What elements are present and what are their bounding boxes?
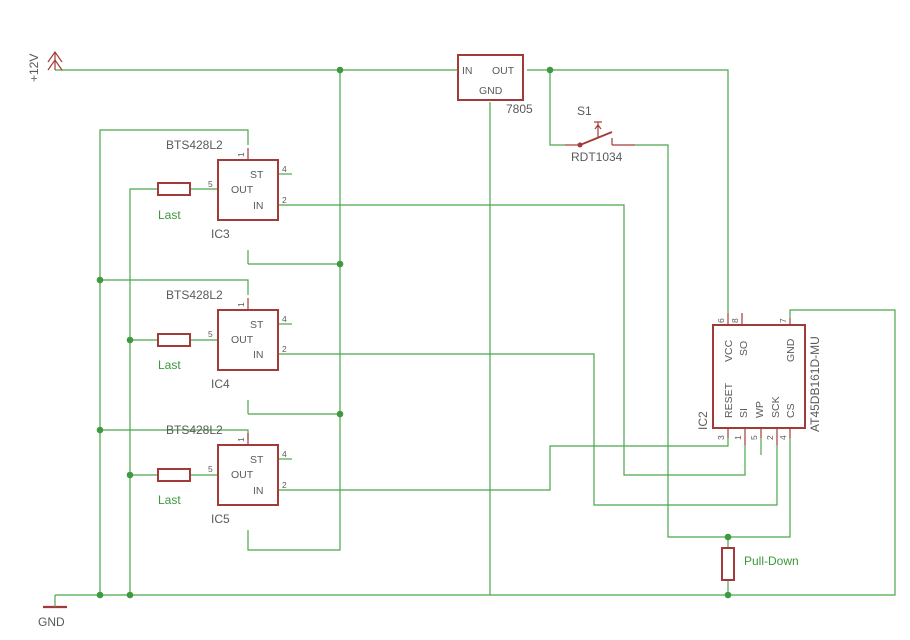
ground-label: GND — [38, 615, 65, 629]
ic2-pin-si: SI — [738, 408, 750, 418]
regulator-pin-in: IN — [462, 65, 473, 77]
ic2-pn-so: 8 — [730, 318, 740, 323]
ic2-pn-gnd: 7 — [778, 318, 788, 323]
switch-ic-4: BTS428L2 1 ST OUT IN 4 5 2 IC4 Last — [157, 288, 287, 391]
regulator-pin-out: OUT — [492, 65, 515, 77]
ic2-pin-cs: CS — [785, 403, 797, 418]
ic5-pn2: 2 — [282, 480, 287, 490]
ic5-pn1: 1 — [236, 437, 246, 442]
pulldown-label: Pull-Down — [744, 554, 799, 568]
supply-symbol: +12V — [27, 50, 63, 82]
ic3-pin-in: IN — [253, 200, 264, 212]
ic2-pn-cs: 4 — [778, 435, 788, 440]
ground-symbol: GND — [38, 595, 67, 629]
regulator-7805: IN OUT GND 7805 — [457, 54, 533, 116]
ic2-pin-reset: RESET — [723, 382, 735, 418]
ic3-pn5: 5 — [208, 179, 213, 189]
ic5-pin-in: IN — [253, 485, 264, 497]
ic2-pn-sck: 2 — [765, 435, 775, 440]
ic2-pn-vcc: 6 — [716, 318, 726, 323]
ic4-pn4: 4 — [282, 314, 287, 324]
supply-label: +12V — [27, 54, 41, 82]
ic2-pn-reset: 3 — [716, 435, 726, 440]
ic3-load-label: Last — [158, 208, 181, 222]
switch-name: S1 — [577, 104, 592, 118]
ic4-pn2: 2 — [282, 344, 287, 354]
ic5-part: BTS428L2 — [166, 423, 223, 437]
flash-ic2: 6 8 7 VCC SO GND RESET SI WP SCK CS 3 1 … — [696, 313, 822, 445]
ic2-pin-wp: WP — [754, 401, 766, 418]
junctions — [96, 66, 732, 599]
ic2-pin-sck: SCK — [770, 396, 782, 418]
regulator-name: 7805 — [506, 102, 533, 116]
ic5-pn4: 4 — [282, 449, 287, 459]
ic5-name: IC5 — [211, 512, 230, 526]
ic5-load-label: Last — [158, 493, 181, 507]
ic2-part: AT45DB161D-MU — [808, 336, 822, 432]
ic5-pn5: 5 — [208, 464, 213, 474]
ic4-part: BTS428L2 — [166, 288, 223, 302]
ic2-name: IC2 — [696, 411, 710, 430]
ic3-part: BTS428L2 — [166, 138, 223, 152]
ic4-pn5: 5 — [208, 329, 213, 339]
ic4-pin-st: ST — [250, 319, 264, 331]
ic4-pin-out: OUT — [231, 334, 254, 346]
ic2-pn-si: 1 — [733, 435, 743, 440]
ic3-pin-st: ST — [250, 169, 264, 181]
nets — [55, 69, 896, 596]
ic3-pn2: 2 — [282, 195, 287, 205]
ic2-pin-so: SO — [738, 341, 750, 356]
ic3-pin-out: OUT — [231, 184, 254, 196]
switch-ic-3: BTS428L2 1 ST OUT IN 4 5 2 IC3 Last — [157, 138, 287, 241]
ic4-pn1: 1 — [236, 302, 246, 307]
switch-ic-5: BTS428L2 1 ST OUT IN 4 5 2 IC5 Last — [157, 423, 287, 526]
ic3-pn4: 4 — [282, 164, 287, 174]
ic2-pin-vcc: VCC — [723, 339, 735, 362]
regulator-pin-gnd: GND — [479, 85, 503, 97]
ic5-pin-out: OUT — [231, 469, 254, 481]
ic2-pin-gnd: GND — [785, 338, 797, 362]
ic3-name: IC3 — [211, 227, 230, 241]
pulldown-resistor: Pull-Down — [721, 547, 799, 581]
ic5-pin-st: ST — [250, 454, 264, 466]
ic2-pn-wp: 5 — [749, 435, 759, 440]
switch-part: RDT1034 — [571, 150, 623, 164]
ic3-pn1: 1 — [236, 152, 246, 157]
ic4-load-label: Last — [158, 358, 181, 372]
ic4-pin-in: IN — [253, 349, 264, 361]
ic4-name: IC4 — [211, 377, 230, 391]
switch-s1: S1 RDT1034 — [565, 104, 635, 164]
